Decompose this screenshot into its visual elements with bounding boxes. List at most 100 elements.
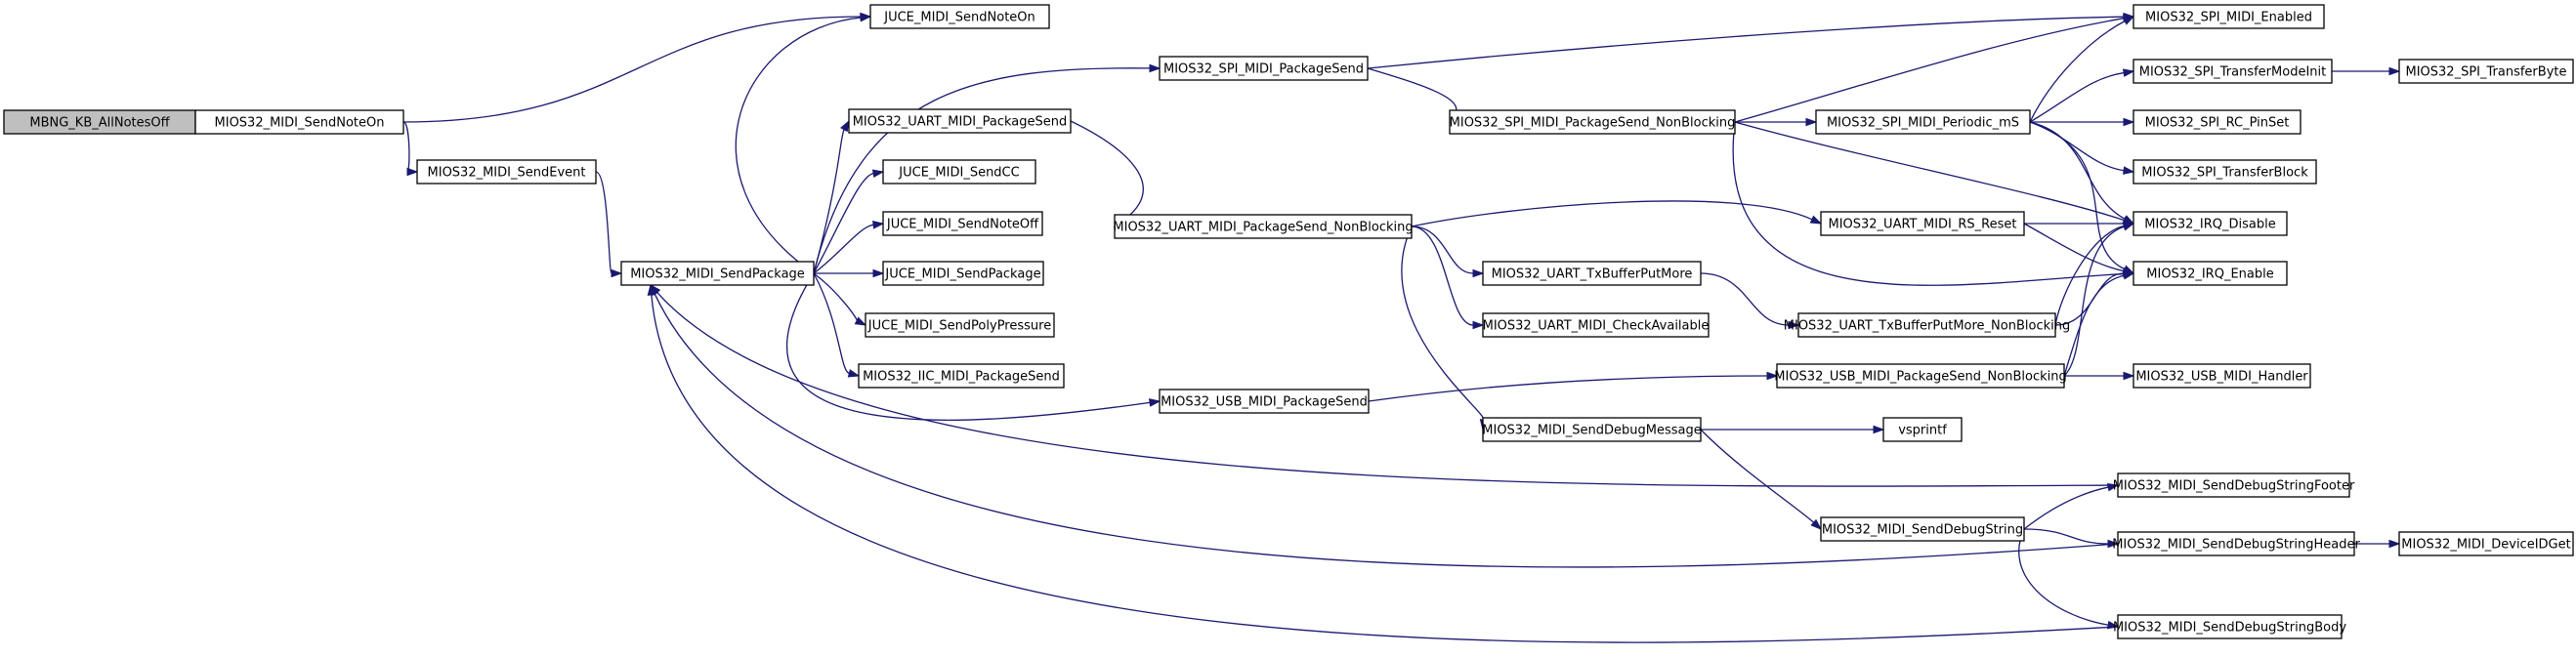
- node-label: MIOS32_MIDI_SendPackage: [630, 267, 805, 282]
- node-mios32-midi-sendpackage[interactable]: MIOS32_MIDI_SendPackage: [620, 261, 815, 286]
- node-mios32-usb-midi-packagesend-nonblocking[interactable]: MIOS32_USB_MIDI_PackageSend_NonBlocking: [1774, 363, 2067, 389]
- arrowhead-icon: [1472, 320, 1485, 330]
- arrowhead-icon: [2122, 16, 2135, 25]
- node-box: [882, 211, 1043, 236]
- node-mios32-midi-senddebugstringbody[interactable]: MIOS32_MIDI_SendDebugStringBody: [2113, 614, 2346, 639]
- node-mios32-spi-midi-packagesend-nonblocking[interactable]: MIOS32_SPI_MIDI_PackageSend_NonBlocking: [1449, 109, 1736, 135]
- node-mios32-uart-txbufferputmore-nonblocking[interactable]: MIOS32_UART_TxBufferPutMore_NonBlocking: [1784, 312, 2070, 338]
- edge-line: [1411, 226, 1474, 326]
- node-mios32-uart-midi-packagesend[interactable]: MIOS32_UART_MIDI_PackageSend: [848, 108, 1072, 134]
- edge-line: [813, 272, 850, 375]
- node-mios32-iic-midi-packagesend[interactable]: MIOS32_IIC_MIDI_PackageSend: [858, 363, 1065, 389]
- node-label: MIOS32_SPI_MIDI_Periodic_mS: [1827, 116, 2019, 131]
- node-mios32-spi-transfermodeinit[interactable]: MIOS32_SPI_TransferModeInit: [2133, 59, 2333, 84]
- arrowhead-icon: [2123, 371, 2135, 381]
- node-box: [2133, 59, 2333, 84]
- node-label: MIOS32_SPI_MIDI_Enabled: [2145, 11, 2312, 25]
- node-mios32-spi-midi-enabled[interactable]: MIOS32_SPI_MIDI_Enabled: [2133, 4, 2325, 29]
- node-label: MIOS32_SPI_RC_PinSet: [2145, 116, 2290, 131]
- node-box: [882, 159, 1036, 185]
- node-juce-midi-sendpolypressure[interactable]: JUCE_MIDI_SendPolyPressure: [865, 312, 1055, 338]
- node-mios32-usb-midi-packagesend[interactable]: MIOS32_USB_MIDI_PackageSend: [1159, 389, 1370, 414]
- edge-line: [786, 272, 1151, 421]
- node-box: [2117, 472, 2350, 498]
- node-juce-midi-sendcc[interactable]: JUCE_MIDI_SendCC: [882, 159, 1036, 185]
- arrowhead-icon: [1766, 371, 1779, 381]
- node-box: [1482, 261, 1702, 286]
- edge-mios32-spi-transfermodeinit-to-mios32-spi-transferbyte: [2332, 66, 2401, 76]
- arrowhead-icon: [2388, 539, 2401, 549]
- node-box: [865, 312, 1055, 338]
- node-label: MIOS32_UART_MIDI_PackageSend: [853, 115, 1068, 130]
- arrowhead-icon: [2388, 66, 2401, 76]
- edge-mios32-spi-midi-periodic-ms-to-mios32-irq-disable: [2029, 121, 2135, 225]
- node-mios32-spi-midi-packagesend[interactable]: MIOS32_SPI_MIDI_PackageSend: [1159, 56, 1369, 81]
- node-box: [2133, 4, 2325, 29]
- node-label: MIOS32_UART_TxBufferPutMore_NonBlocking: [1784, 319, 2070, 334]
- node-box: [2117, 614, 2343, 639]
- edge-line: [2023, 486, 2109, 530]
- node-mios32-usb-midi-handler[interactable]: MIOS32_USB_MIDI_Handler: [2133, 363, 2311, 389]
- node-label: MIOS32_UART_MIDI_RS_Reset: [1828, 218, 2016, 232]
- node-box: [1776, 363, 2065, 389]
- node-box: [858, 363, 1065, 389]
- node-label: MIOS32_SPI_TransferModeInit: [2139, 65, 2326, 80]
- node-label: JUCE_MIDI_SendPackage: [884, 267, 1040, 282]
- node-juce-midi-sendpackage[interactable]: JUCE_MIDI_SendPackage: [882, 261, 1044, 286]
- node-mios32-spi-rc-pinset[interactable]: MIOS32_SPI_RC_PinSet: [2133, 109, 2302, 135]
- node-mios32-spi-transferblock[interactable]: MIOS32_SPI_TransferBlock: [2133, 159, 2317, 185]
- node-mios32-midi-senddebugstringheader[interactable]: MIOS32_MIDI_SendDebugStringHeader: [2112, 531, 2360, 556]
- edge-line: [2029, 121, 2126, 220]
- edge-line: [813, 224, 874, 274]
- edge-line: [1070, 120, 1144, 222]
- edge-line: [656, 292, 2119, 487]
- node-label: MIOS32_MIDI_DeviceIDGet: [2401, 538, 2570, 553]
- edge-mios32-midi-senddebugmessage-to-vsprintf: [1701, 425, 1885, 434]
- node-mios32-midi-senddebugmessage[interactable]: MIOS32_MIDI_SendDebugMessage: [1482, 417, 1702, 442]
- edge-line: [2063, 226, 2125, 377]
- node-mios32-irq-disable[interactable]: MIOS32_IRQ_Disable: [2133, 211, 2288, 236]
- node-label: JUCE_MIDI_SendPolyPressure: [867, 319, 1051, 334]
- arrowhead-icon: [1149, 398, 1161, 407]
- edge-line: [595, 171, 612, 274]
- edge-mios32-spi-midi-periodic-ms-to-mios32-spi-rc-pinset: [2030, 117, 2135, 127]
- node-mios32-midi-senddebugstring[interactable]: MIOS32_MIDI_SendDebugString: [1820, 516, 2025, 542]
- node-mios32-spi-transferbyte[interactable]: MIOS32_SPI_TransferByte: [2398, 59, 2574, 84]
- edge-mios32-midi-sendpackage-to-mios32-spi-midi-packagesend: [813, 63, 1161, 274]
- edge-mios32-spi-midi-packagesend-nonblocking-to-mios32-irq-disable: [1734, 121, 2135, 225]
- node-juce-midi-sendnoteoff[interactable]: JUCE_MIDI_SendNoteOff: [882, 211, 1043, 236]
- node-mios32-midi-sendnoteon[interactable]: MIOS32_MIDI_SendNoteOn: [194, 109, 404, 135]
- node-label: MIOS32_IIC_MIDI_PackageSend: [863, 370, 1060, 385]
- node-box: [1114, 214, 1413, 239]
- node-mios32-uart-midi-rs-reset[interactable]: MIOS32_UART_MIDI_RS_Reset: [1820, 211, 2025, 236]
- node-label: MIOS32_IRQ_Disable: [2144, 218, 2275, 232]
- node-box: [2133, 363, 2311, 389]
- node-box: [2117, 531, 2355, 556]
- edge-mios32-spi-midi-periodic-ms-to-mios32-spi-transferblock: [2029, 121, 2135, 175]
- node-mios32-uart-midi-packagesend-nonblocking[interactable]: MIOS32_UART_MIDI_PackageSend_NonBlocking: [1113, 214, 1414, 239]
- node-juce-midi-sendnoteon[interactable]: JUCE_MIDI_SendNoteOn: [869, 4, 1050, 29]
- node-mios32-spi-midi-periodic-ms[interactable]: MIOS32_SPI_MIDI_Periodic_mS: [1815, 109, 2031, 135]
- node-label: MIOS32_MIDI_SendDebugString: [1822, 523, 2023, 538]
- node-box: [2398, 531, 2574, 556]
- arrowhead-icon: [871, 169, 885, 178]
- arrowhead-icon: [1472, 268, 1485, 278]
- node-mios32-midi-senddebugstringfooter[interactable]: MIOS32_MIDI_SendDebugStringFooter: [2113, 472, 2355, 498]
- arrowhead-icon: [1149, 63, 1161, 73]
- edge-mios32-spi-midi-periodic-ms-to-mios32-spi-transfermodeinit: [2029, 68, 2135, 123]
- node-mios32-midi-sendevent[interactable]: MIOS32_MIDI_SendEvent: [416, 159, 597, 185]
- node-vsprintf[interactable]: vsprintf: [1882, 417, 1963, 442]
- arrowhead-icon: [1810, 518, 1823, 530]
- node-box: [1159, 389, 1370, 414]
- edge-line: [651, 294, 2119, 643]
- node-mios32-irq-enable[interactable]: MIOS32_IRQ_Enable: [2133, 261, 2288, 286]
- node-mios32-uart-midi-checkavailable[interactable]: MIOS32_UART_MIDI_CheckAvailable: [1482, 312, 1710, 338]
- node-box: [1482, 312, 1710, 338]
- node-mios32-uart-txbufferputmore[interactable]: MIOS32_UART_TxBufferPutMore: [1482, 261, 1702, 286]
- node-box: [194, 109, 404, 135]
- arrowhead-icon: [611, 268, 623, 278]
- edge-line: [1367, 67, 1457, 114]
- node-label: JUCE_MIDI_SendNoteOff: [886, 218, 1039, 232]
- node-mios32-midi-deviceidget[interactable]: MIOS32_MIDI_DeviceIDGet: [2398, 531, 2574, 556]
